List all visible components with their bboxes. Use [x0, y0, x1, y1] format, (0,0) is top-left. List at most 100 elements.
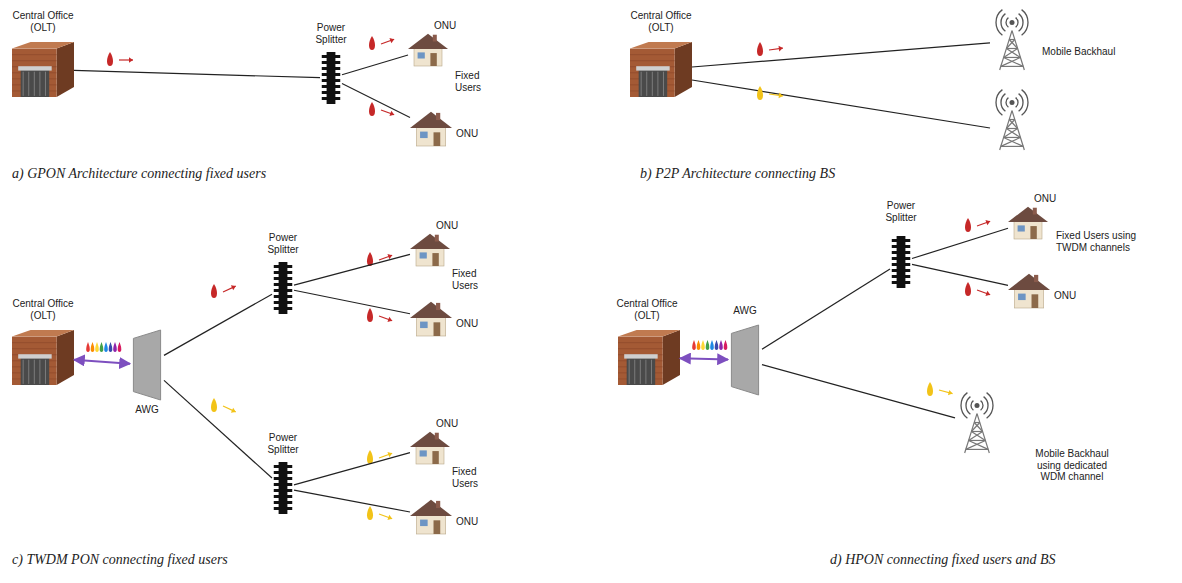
- signal-marker: [757, 86, 783, 100]
- fiber-connector: [294, 254, 410, 285]
- house-node: ONU: [408, 32, 448, 66]
- fiber-connector: [680, 358, 728, 359]
- house-node: ONU: [410, 430, 450, 464]
- tower-node: Mobile Backhaul using dedicated WDM chan…: [955, 395, 999, 453]
- house-node: ONU: [410, 498, 452, 534]
- house-node: ONU: [410, 300, 452, 336]
- splitter-node: Power Splitter: [272, 462, 294, 514]
- house-icon: [1008, 207, 1048, 239]
- figure-caption: b) P2P Architecture connecting BS: [640, 166, 835, 182]
- fiber-connector: [74, 70, 320, 77]
- office-node: Central Office (OLT): [12, 42, 74, 97]
- node-label: ONU: [434, 20, 456, 32]
- house-icon: [1008, 274, 1050, 308]
- house-icon: [408, 34, 448, 66]
- office-node: Central Office (OLT): [630, 42, 692, 97]
- figure-caption: a) GPON Architecture connecting fixed us…: [12, 166, 266, 182]
- tower-icon: [996, 90, 1028, 150]
- node-label: ONU: [436, 418, 458, 430]
- node-label: ONU: [456, 516, 478, 528]
- node-label: ONU: [1054, 290, 1076, 302]
- house-icon: [410, 234, 450, 266]
- figure-caption: c) TWDM PON connecting fixed users: [12, 552, 228, 568]
- office-node: Central Office (OLT): [618, 330, 680, 385]
- node-label: ONU: [1034, 193, 1056, 205]
- fiber-connector: [74, 360, 130, 364]
- house-icon: [410, 500, 452, 534]
- awg-icon: [133, 330, 160, 400]
- fiber-connector: [294, 490, 410, 512]
- group-label: Fixed Users using TWDM channels: [1056, 230, 1146, 253]
- fiber-connector: [762, 269, 890, 349]
- fiber-connector: [294, 453, 410, 485]
- signal-marker: [965, 282, 990, 296]
- splitter-node: Power Splitter: [890, 236, 912, 288]
- splitter-icon: [892, 236, 910, 288]
- figure-caption: d) HPON connecting fixed users and BS: [830, 552, 1056, 568]
- node-label: Mobile Backhaul: [1042, 46, 1115, 58]
- signal-marker: [367, 252, 392, 266]
- fiber-connector: [762, 365, 955, 418]
- office-icon: [12, 42, 74, 97]
- wavelength-comb: [692, 340, 727, 350]
- awg-icon: [731, 325, 758, 395]
- house-icon: [410, 112, 452, 146]
- node-label: AWG: [722, 305, 768, 317]
- signal-marker: [757, 42, 783, 56]
- fiber-connector: [912, 264, 1008, 285]
- node-label: Central Office (OLT): [8, 298, 78, 321]
- fiber-connector: [912, 228, 1008, 258]
- office-node: Central Office (OLT): [12, 330, 74, 385]
- node-label: ONU: [456, 318, 478, 330]
- signal-marker: [211, 398, 236, 413]
- house-node: ONU: [1008, 205, 1048, 239]
- fiber-connector: [294, 290, 410, 314]
- node-label: Central Office (OLT): [612, 298, 682, 321]
- splitter-icon: [274, 462, 292, 514]
- node-label: ONU: [456, 128, 478, 140]
- node-label: Power Splitter: [878, 200, 924, 223]
- group-label: Fixed Users: [452, 268, 494, 291]
- signal-marker: [369, 102, 394, 116]
- node-label: Mobile Backhaul using dedicated WDM chan…: [1030, 448, 1114, 483]
- node-label: Power Splitter: [308, 22, 354, 45]
- signal-marker: [367, 308, 392, 322]
- office-icon: [12, 330, 74, 385]
- fiber-connector: [692, 43, 990, 67]
- tower-icon: [961, 393, 993, 453]
- tower-icon: [996, 10, 1028, 70]
- node-label: Power Splitter: [260, 232, 306, 255]
- signal-marker: [367, 450, 392, 464]
- fiber-connector: [342, 55, 408, 75]
- node-label: ONU: [436, 220, 458, 232]
- signal-marker: [211, 284, 236, 298]
- wavelength-comb: [86, 342, 121, 352]
- fiber-connector: [342, 84, 410, 118]
- node-label: Power Splitter: [260, 432, 306, 455]
- fiber-connector: [164, 380, 272, 478]
- node-label: AWG: [124, 404, 170, 416]
- node-label: Central Office (OLT): [8, 10, 78, 33]
- splitter-node: Power Splitter: [320, 52, 342, 104]
- house-node: ONU: [410, 110, 452, 146]
- fiber-line: [692, 80, 990, 128]
- tower-node: Mobile Backhaul: [990, 12, 1034, 70]
- house-icon: [410, 432, 450, 464]
- signal-marker: [965, 218, 990, 232]
- fiber-connector: [164, 294, 272, 355]
- group-label: Fixed Users: [452, 466, 494, 489]
- node-label: Central Office (OLT): [626, 10, 696, 33]
- awg-node: AWG: [130, 330, 164, 400]
- house-icon: [410, 302, 452, 336]
- office-icon: [618, 330, 680, 385]
- house-node: ONU: [1008, 272, 1050, 308]
- group-label: Fixed Users: [455, 70, 497, 93]
- signal-marker: [927, 382, 953, 396]
- splitter-node: Power Splitter: [272, 262, 294, 314]
- signal-marker: [369, 36, 394, 50]
- office-icon: [630, 42, 692, 97]
